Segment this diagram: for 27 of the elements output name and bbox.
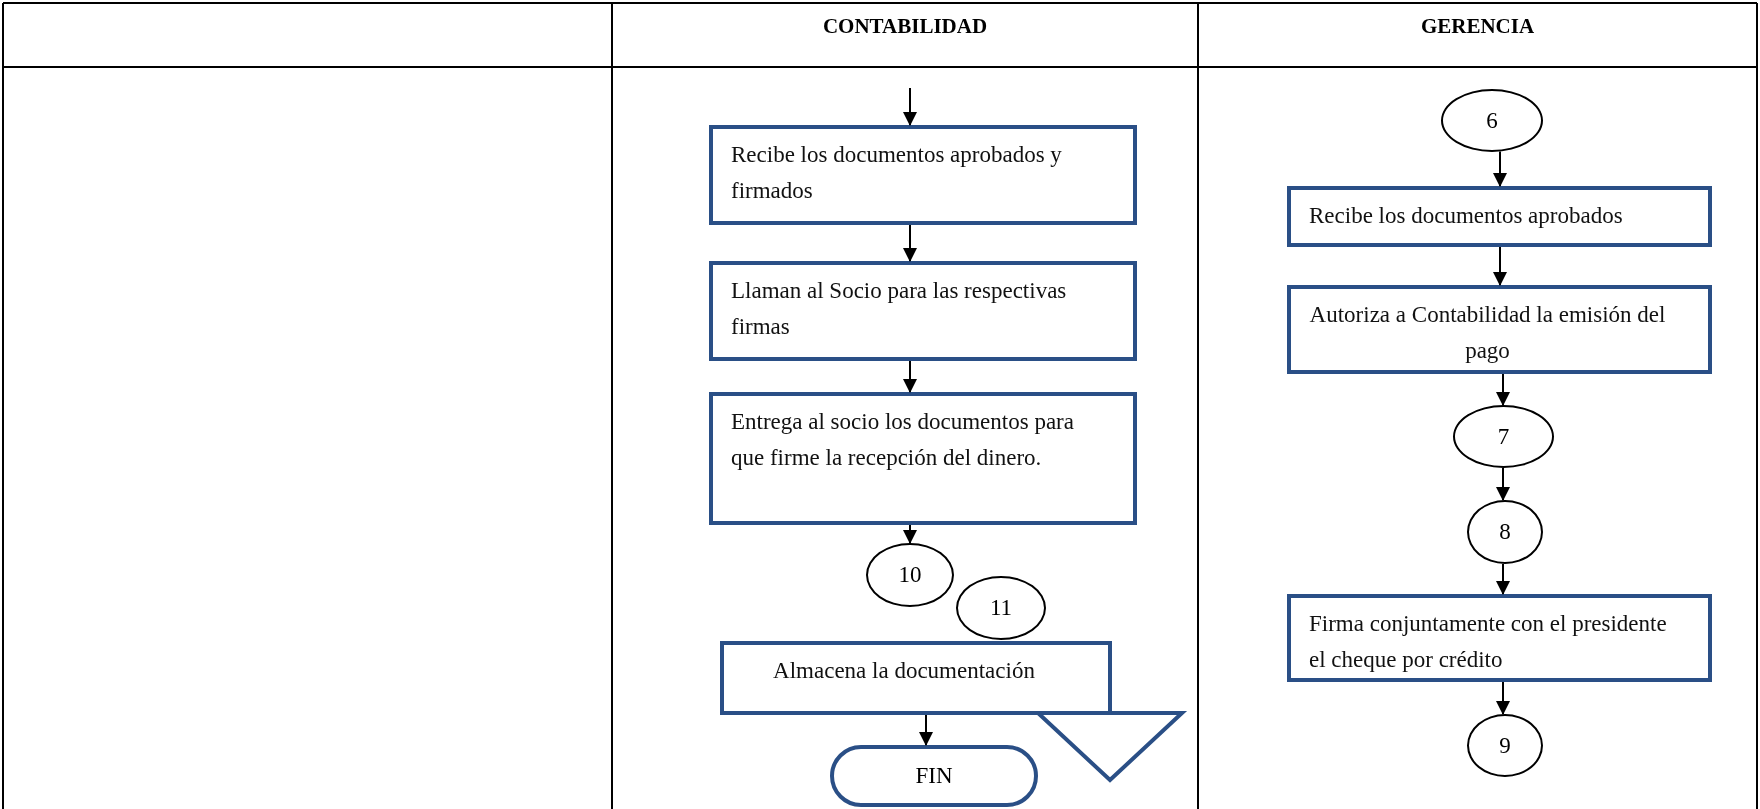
terminator-pill: FIN <box>830 745 1038 807</box>
process-box: Firma conjuntamente con el presidente el cheque por crédito <box>1287 594 1712 682</box>
arrow <box>1493 150 1507 187</box>
arrow <box>919 714 933 746</box>
process-box: Recibe los documentos aprobados <box>1287 186 1712 247</box>
arrow <box>1496 681 1510 716</box>
process-box: Llaman al Socio para las respectivas firmas <box>709 261 1137 361</box>
connector-circle: 7 <box>1453 405 1554 468</box>
arrow <box>1496 467 1510 502</box>
connector-circle: 10 <box>866 543 954 607</box>
process-box: Autoriza a Contabilidad la emisión del pago <box>1287 285 1712 374</box>
connector-circle: 6 <box>1441 89 1543 152</box>
arrow <box>903 360 917 393</box>
arrow <box>1496 562 1510 595</box>
arrow <box>903 224 917 262</box>
off-page-connector-triangle <box>1036 711 1184 782</box>
lane-heading: GERENCIA <box>1419 14 1536 39</box>
arrow <box>1493 246 1507 286</box>
arrow <box>1496 373 1510 406</box>
connector-circle: 9 <box>1467 714 1543 777</box>
process-box: Recibe los documentos aprobados y firmados <box>709 125 1137 225</box>
lane-heading: CONTABILIDAD <box>821 14 989 39</box>
arrow <box>903 87 917 126</box>
arrow <box>903 524 917 544</box>
connector-circle: 11 <box>956 576 1046 640</box>
process-box: Entrega al socio los documentos para que firme la recepción del dinero. <box>709 392 1137 525</box>
connector-circle: 8 <box>1467 500 1543 564</box>
